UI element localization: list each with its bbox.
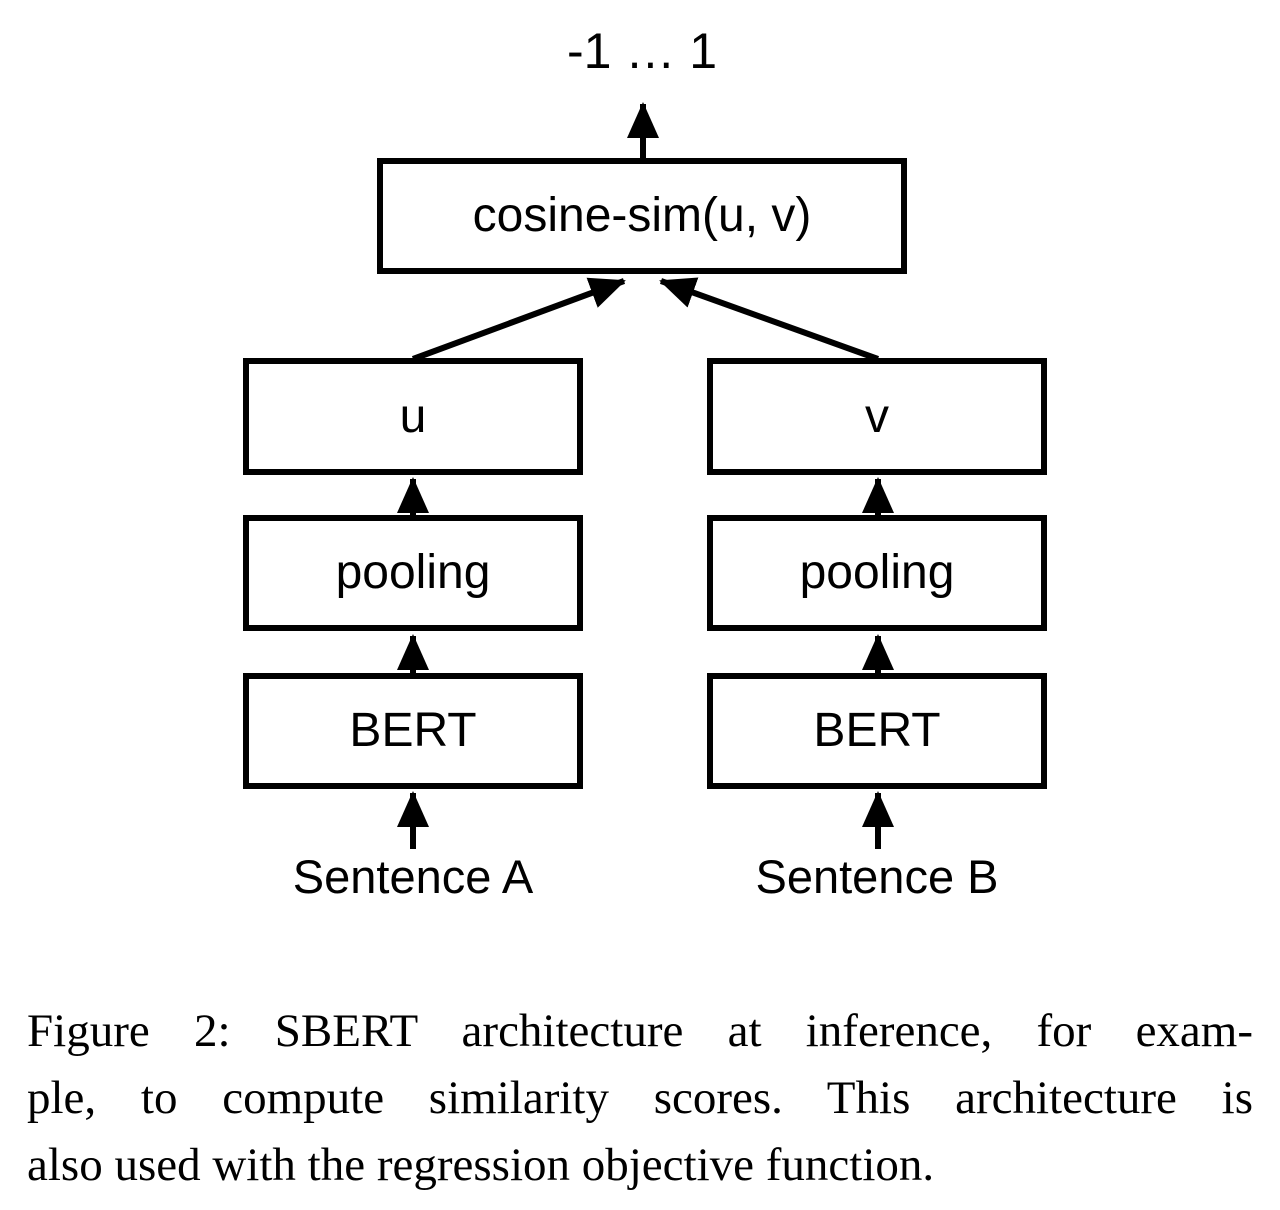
sentence-a-label: Sentence A <box>292 850 534 903</box>
node-bert-right-label: BERT <box>813 704 941 757</box>
arrow-u-to-cosine <box>411 277 626 362</box>
node-pooling-left: pooling <box>243 515 583 631</box>
node-cosine-sim: cosine-sim(u, v) <box>377 158 907 274</box>
caption-line-2: ple, to compute similarity scores. This … <box>27 1072 1253 1124</box>
node-bert-left: BERT <box>243 673 583 789</box>
sentence-b-label: Sentence B <box>755 850 999 903</box>
node-u: u <box>243 358 583 475</box>
sbert-inference-diagram: -1 … 1 cosine-sim(u, v) u v pooling pool… <box>243 23 1047 903</box>
node-u-label: u <box>399 389 427 443</box>
output-range-label: -1 … 1 <box>566 23 718 79</box>
node-pooling-right: pooling <box>707 515 1047 631</box>
arrow-layer <box>397 102 894 849</box>
caption-line-3: also used with the regression objective … <box>27 1139 935 1191</box>
node-v: v <box>707 358 1047 475</box>
node-cosine-sim-label: cosine-sim(u, v) <box>472 189 812 242</box>
figure-caption: Figure 2: SBERT architecture at inferenc… <box>27 998 1253 1199</box>
node-bert-left-label: BERT <box>349 704 477 757</box>
node-pooling-right-label: pooling <box>799 546 955 599</box>
caption-line-1: Figure 2: SBERT architecture at inferenc… <box>27 1005 1253 1057</box>
arrow-v-to-cosine <box>659 277 880 362</box>
node-pooling-left-label: pooling <box>335 546 491 599</box>
node-bert-right: BERT <box>707 673 1047 789</box>
node-v-label: v <box>865 389 889 443</box>
